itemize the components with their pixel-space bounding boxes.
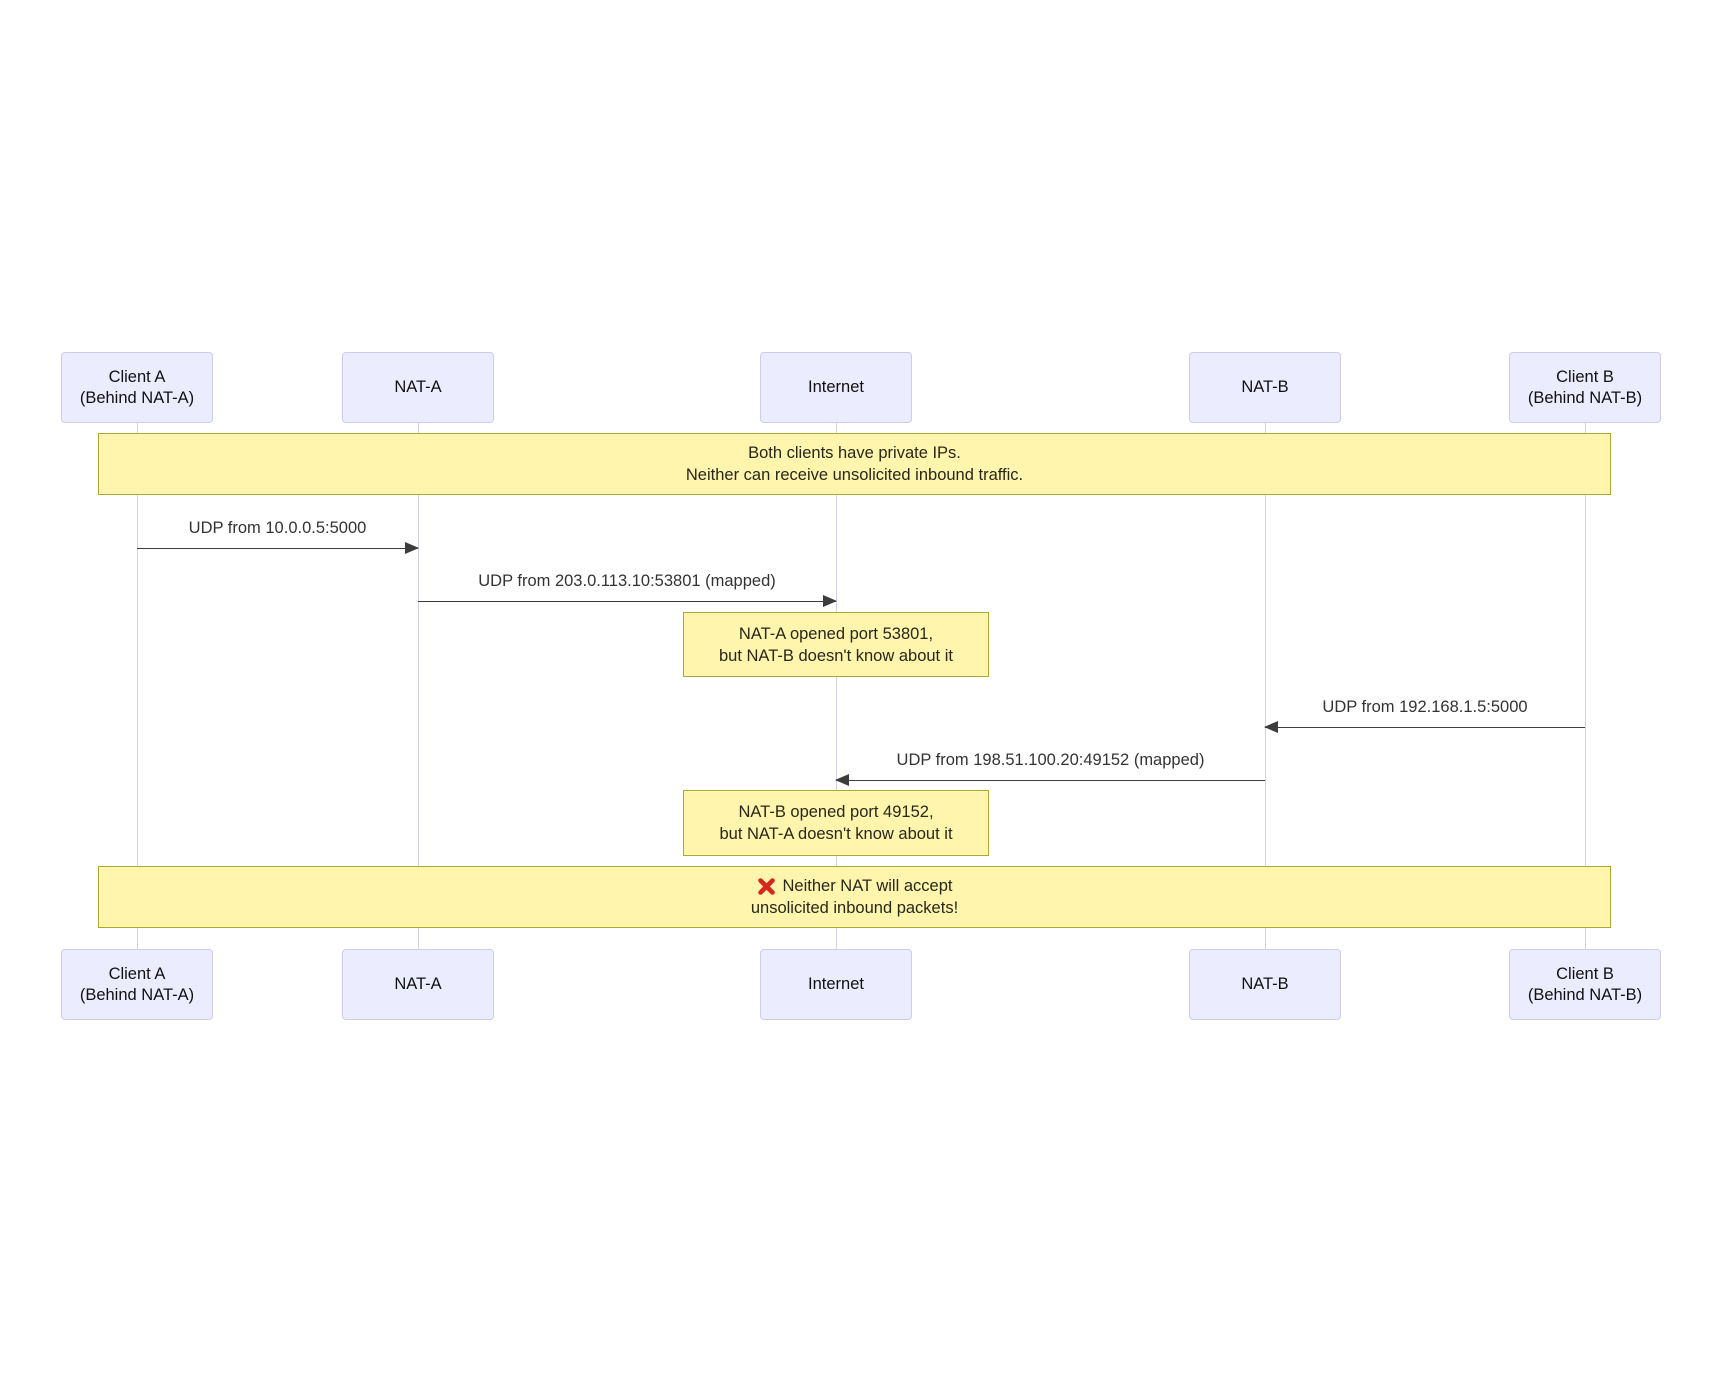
message-label: UDP from 192.168.1.5:5000 xyxy=(1322,698,1528,716)
arrow-line xyxy=(137,548,418,549)
note-text-line: unsolicited inbound packets! xyxy=(750,899,959,917)
actor-label: Internet xyxy=(808,975,864,993)
message-udp-client-b: UDP from 192.168.1.5:5000 xyxy=(1264,694,1585,734)
actor-label: NAT-B xyxy=(1241,378,1289,396)
note-text-line: Both clients have private IPs. xyxy=(748,444,961,462)
actor-label: Client A xyxy=(108,964,166,983)
actor-top-client-a: Client A (Behind NAT-A) xyxy=(61,352,213,423)
note-text-line: NAT-B opened port 49152, xyxy=(738,803,934,821)
note-no-inbound: Neither NAT will accept unsolicited inbo… xyxy=(98,866,1611,928)
actor-sublabel: (Behind NAT-B) xyxy=(1527,985,1643,1004)
actor-label: Client A xyxy=(108,367,166,386)
actor-sublabel: (Behind NAT-A) xyxy=(79,985,195,1004)
actor-top-nat-a: NAT-A xyxy=(342,352,494,423)
note-text-line: but NAT-B doesn't know about it xyxy=(719,646,953,665)
note-text-line: but NAT-A doesn't know about it xyxy=(719,825,953,843)
actor-bottom-internet: Internet xyxy=(760,949,912,1020)
arrow-line xyxy=(418,601,836,602)
actor-top-internet: Internet xyxy=(760,352,912,423)
actor-label: NAT-B xyxy=(1241,975,1289,993)
actor-bottom-nat-a: NAT-A xyxy=(342,949,494,1020)
note-nat-a-port: NAT-A opened port 53801, but NAT-B doesn… xyxy=(683,612,989,677)
lifeline-internet xyxy=(836,423,837,949)
actor-label: NAT-A xyxy=(394,975,442,993)
message-label: UDP from 203.0.113.10:53801 (mapped) xyxy=(478,572,776,590)
actor-top-nat-b: NAT-B xyxy=(1189,352,1341,423)
actor-bottom-client-b: Client B (Behind NAT-B) xyxy=(1509,949,1661,1020)
arrow-line xyxy=(836,780,1265,781)
actor-bottom-nat-b: NAT-B xyxy=(1189,949,1341,1020)
actor-label: Client B xyxy=(1556,964,1614,983)
note-text-line: Neither can receive unsolicited inbound … xyxy=(685,466,1024,484)
arrowhead-left-icon xyxy=(835,774,849,786)
lifeline-client-a xyxy=(137,423,138,949)
lifeline-nat-a xyxy=(418,423,419,949)
message-label: UDP from 198.51.100.20:49152 (mapped) xyxy=(896,751,1205,769)
arrowhead-right-icon xyxy=(823,595,837,607)
note-text-line: Neither NAT will accept xyxy=(782,877,953,895)
note-text-line: NAT-A opened port 53801, xyxy=(738,624,934,643)
message-udp-client-a: UDP from 10.0.0.5:5000 xyxy=(137,515,419,555)
actor-bottom-client-a: Client A (Behind NAT-A) xyxy=(61,949,213,1020)
actor-top-client-b: Client B (Behind NAT-B) xyxy=(1509,352,1661,423)
message-udp-nat-b-mapped: UDP from 198.51.100.20:49152 (mapped) xyxy=(835,747,1265,787)
note-private-ips: Both clients have private IPs. Neither c… xyxy=(98,433,1611,495)
arrow-line xyxy=(1265,727,1585,728)
message-label: UDP from 10.0.0.5:5000 xyxy=(188,519,367,537)
actor-label: NAT-A xyxy=(394,378,442,396)
note-nat-b-port: NAT-B opened port 49152, but NAT-A doesn… xyxy=(683,790,989,856)
actor-sublabel: (Behind NAT-A) xyxy=(79,388,195,407)
lifeline-client-b xyxy=(1585,423,1586,949)
actor-label: Client B xyxy=(1556,367,1614,386)
message-udp-nat-a-mapped: UDP from 203.0.113.10:53801 (mapped) xyxy=(418,568,837,608)
arrowhead-left-icon xyxy=(1264,721,1278,733)
actor-sublabel: (Behind NAT-B) xyxy=(1527,388,1643,407)
red-x-icon xyxy=(757,877,775,895)
actor-label: Internet xyxy=(808,378,864,396)
arrowhead-right-icon xyxy=(405,542,419,554)
lifeline-nat-b xyxy=(1265,423,1266,949)
